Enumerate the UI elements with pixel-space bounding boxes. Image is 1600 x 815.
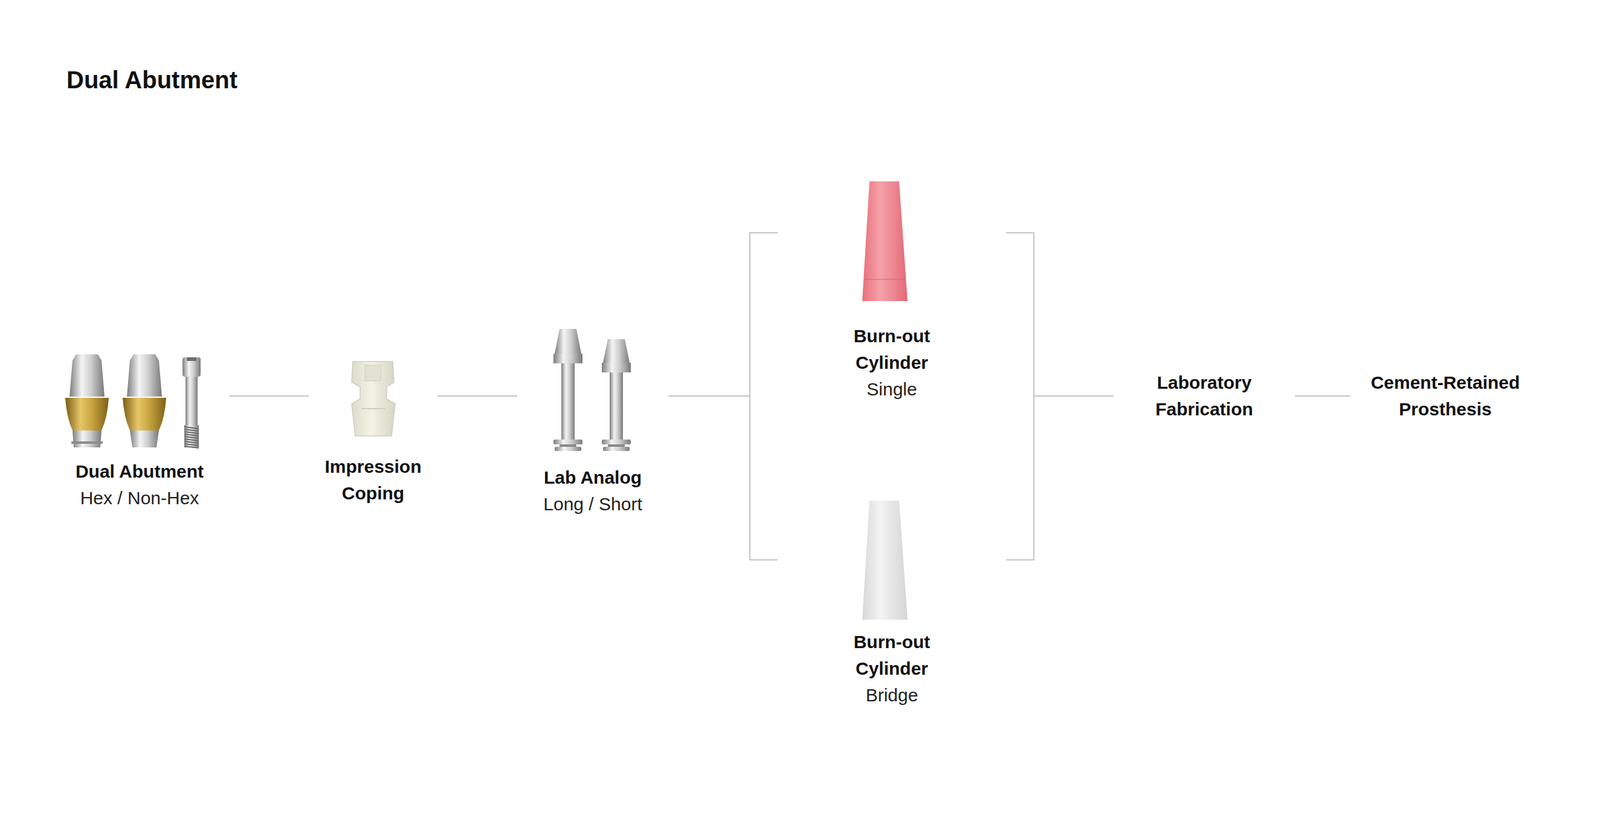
part-variant: Bridge	[828, 681, 956, 709]
part-name: Burn-out Cylinder	[828, 628, 956, 682]
connector-line	[437, 395, 518, 397]
illustration-space	[517, 326, 669, 465]
component-node: Dual AbutmentHex / Non-Hex	[49, 350, 230, 512]
part-name: Lab Analog	[520, 464, 666, 491]
component-node: Cement-Retained Prosthesis	[1350, 362, 1541, 423]
component-node: Impression Coping	[308, 356, 438, 507]
illustration-space	[777, 495, 1007, 629]
connector-line	[668, 232, 778, 396]
component-node: Lab AnalogLong / Short	[517, 326, 669, 518]
component-node: Burn-out CylinderBridge	[777, 495, 1007, 709]
lab-analog-short	[601, 338, 631, 451]
connector-line	[668, 395, 778, 560]
abutment-non-hex	[122, 354, 167, 448]
part-variant: Long / Short	[520, 490, 666, 518]
part-name: Laboratory Fabrication	[1125, 369, 1283, 423]
component-node: Laboratory Fabrication	[1113, 362, 1295, 423]
connector-line	[1294, 395, 1351, 397]
impression-coping	[351, 361, 396, 436]
part-variant: Single	[828, 375, 956, 403]
burn-out-cylinder-bridge	[862, 500, 908, 620]
illustration-space	[1113, 362, 1295, 370]
part-name: Burn-out Cylinder	[828, 322, 956, 376]
illustration-space	[308, 356, 438, 454]
illustration-space	[1350, 362, 1541, 370]
burn-out-cylinder-single	[862, 181, 908, 301]
connector-line	[1006, 232, 1114, 396]
abutment-screw	[182, 357, 201, 448]
component-node: Burn-out CylinderSingle	[777, 178, 1007, 403]
illustration-space	[777, 178, 1007, 323]
part-variant: Hex / Non-Hex	[54, 484, 225, 512]
part-name: Cement-Retained Prosthesis	[1354, 369, 1536, 423]
lab-analog-long	[553, 328, 583, 451]
illustration-space	[49, 350, 230, 459]
part-name: Impression Coping	[311, 453, 436, 507]
connector-line	[229, 395, 309, 397]
abutment-hex	[65, 354, 109, 448]
connector-line	[1006, 395, 1114, 560]
part-name: Dual Abutment	[54, 458, 225, 485]
diagram-title: Dual Abutment	[66, 65, 238, 95]
